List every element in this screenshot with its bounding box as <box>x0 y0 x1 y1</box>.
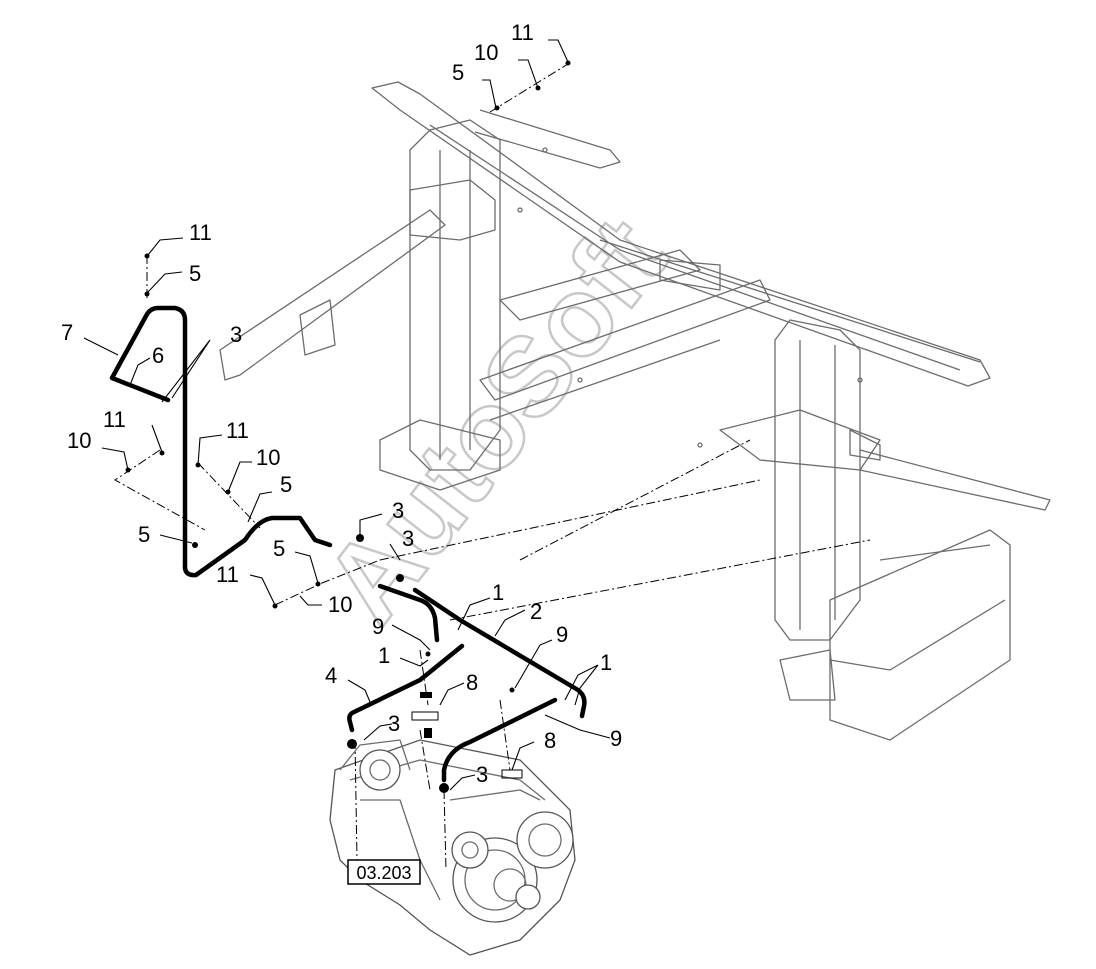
callout-10: 10 <box>67 428 91 453</box>
callout-3: 3 <box>402 526 414 551</box>
callout-11: 11 <box>103 407 126 432</box>
header-frame <box>219 81 1051 741</box>
callout-3: 3 <box>388 711 400 736</box>
callout-4: 4 <box>325 663 337 688</box>
callout-10: 10 <box>328 592 352 617</box>
fittings <box>125 60 571 793</box>
watermark: AutoSoft <box>300 195 690 644</box>
callout-11: 11 <box>226 418 249 443</box>
callout-9: 9 <box>556 622 568 647</box>
callout-3: 3 <box>476 762 488 787</box>
callout-5: 5 <box>452 60 464 85</box>
gearbox-assembly <box>329 739 576 956</box>
reference-box: 03.203 <box>347 859 421 885</box>
callout-labels: 11 10 5 11 5 7 6 3 11 10 11 10 5 5 3 3 5… <box>61 20 622 787</box>
reference-box-label: 03.203 <box>356 863 411 883</box>
hydraulic-pipes <box>109 305 587 783</box>
callout-3: 3 <box>392 498 404 523</box>
callout-5: 5 <box>273 536 285 561</box>
callout-8: 8 <box>544 728 556 753</box>
callout-10: 10 <box>474 40 498 65</box>
callout-1: 1 <box>492 580 504 605</box>
callout-11: 11 <box>511 20 534 45</box>
callout-5: 5 <box>189 261 201 286</box>
callout-10: 10 <box>256 445 280 470</box>
callout-9: 9 <box>372 614 384 639</box>
callout-11: 11 <box>189 220 212 245</box>
callout-7: 7 <box>61 320 73 345</box>
leader-lines <box>83 39 611 791</box>
callout-3: 3 <box>230 322 242 347</box>
callout-11: 11 <box>216 562 239 587</box>
callout-6: 6 <box>152 343 164 368</box>
callout-1: 1 <box>378 643 390 668</box>
assembly-centerlines <box>114 63 871 871</box>
callout-2: 2 <box>530 599 542 624</box>
callout-8: 8 <box>466 670 478 695</box>
callout-5: 5 <box>280 472 292 497</box>
callout-1: 1 <box>600 650 612 675</box>
callout-5: 5 <box>138 522 150 547</box>
callout-9: 9 <box>610 726 622 751</box>
